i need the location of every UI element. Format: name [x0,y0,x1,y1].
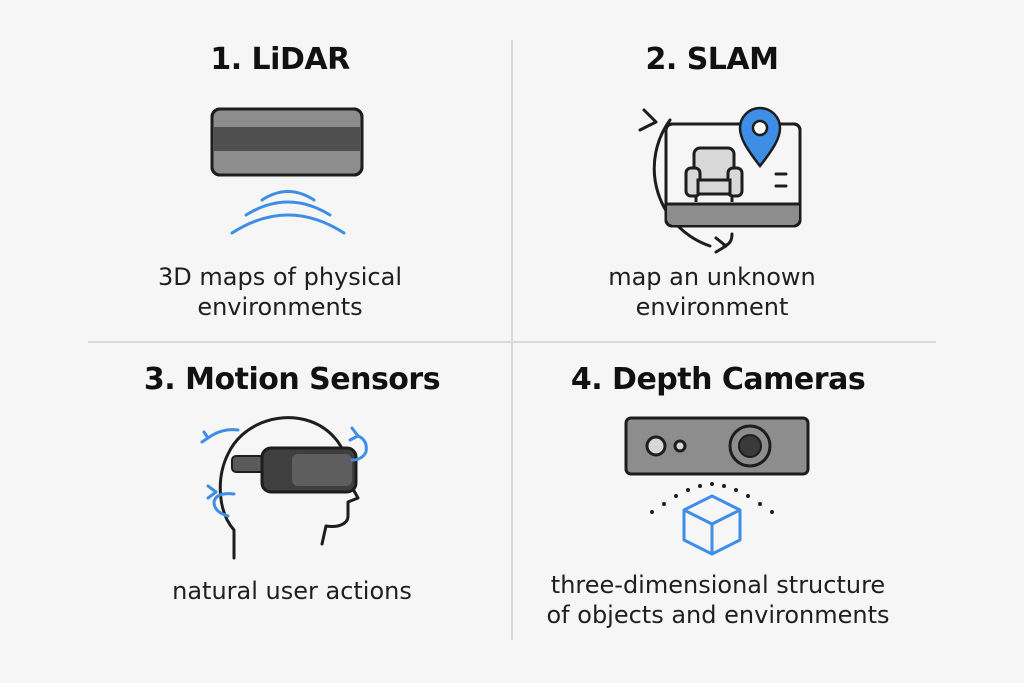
quadrant-title: 4. Depth Cameras [570,362,866,397]
caption-line: environments [197,293,363,321]
quadrant-caption: 3D maps of physical environments [70,262,490,322]
slam-map-icon [638,106,802,254]
caption-line: environment [635,293,789,321]
quadrant-title: 3. Motion Sensors [143,362,441,397]
quadrant-slam: 2. SLAM map an unknown environment [502,0,922,340]
caption-line: map an unknown [608,263,816,291]
caption-line: natural user actions [172,577,412,605]
vr-headset-icon [200,416,368,560]
quadrant-lidar: 1. LiDAR 3D maps of physical environment… [70,0,490,340]
quadrant-caption: natural user actions [82,576,502,606]
caption-line: 3D maps of physical [158,263,402,291]
quadrant-title: 2. SLAM [645,42,779,77]
vertical-divider [511,40,513,640]
caption-line: three-dimensional structure [550,571,886,599]
quadrant-depth-cameras: 4. Depth Cameras three-dimensional struc… [508,342,928,682]
location-pin-icon [738,106,782,169]
quadrant-caption: map an unknown environment [502,262,922,322]
quadrant-motion-sensors: 3. Motion Sensors natural user actions [82,342,502,682]
caption-line: of objects and environments [546,601,890,629]
arrow-head-icon [638,108,658,132]
quadrant-caption: three-dimensional structure of objects a… [508,570,928,630]
quadrant-title: 1. LiDAR [210,42,350,77]
depth-camera-icon [624,416,810,556]
cube-icon [682,494,742,556]
horizontal-divider [88,341,936,343]
lidar-sensor-icon [210,107,364,235]
